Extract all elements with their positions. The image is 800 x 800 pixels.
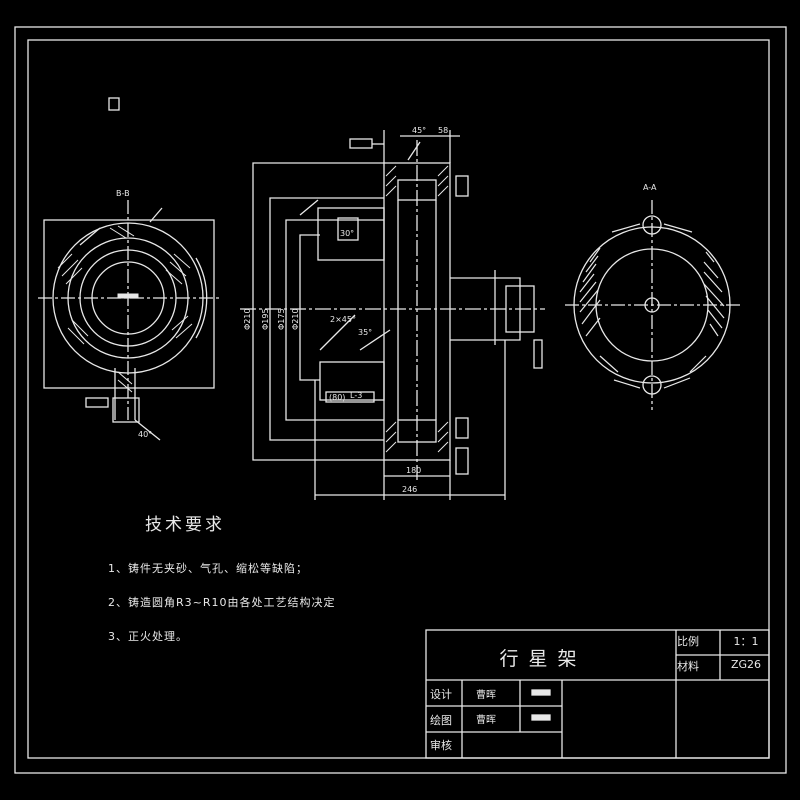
material-label: 材料 <box>677 660 699 673</box>
dim-top-angle: 45° <box>412 126 426 135</box>
corner-mark <box>108 97 120 111</box>
tech-requirement-2: 2、铸造圆角R3~R10由各处工艺结构决定 <box>108 596 336 609</box>
left-section-view <box>38 200 220 441</box>
tech-requirements-title: 技术要求 <box>145 515 225 535</box>
left-view-label: B-B <box>116 189 130 198</box>
center-section-view <box>240 130 545 500</box>
part-name: 行星架 <box>499 648 587 670</box>
material-value: ZG26 <box>730 658 762 671</box>
right-view-hatching <box>579 223 725 389</box>
tech-requirement-1: 1、铸件无夹砂、气孔、缩松等缺陷； <box>108 562 308 575</box>
center-hatching <box>385 165 449 453</box>
designer-name: 曹晖 <box>476 690 496 701</box>
dim-bottom-180: 180 <box>406 466 421 475</box>
scale-value: 1：1 <box>733 635 759 648</box>
dim-l3: L-3 <box>350 391 362 400</box>
check-label: 审核 <box>430 739 452 752</box>
left-view-hatching <box>57 225 193 393</box>
dim-dia-4: Φ210 <box>291 308 300 330</box>
tech-requirement-3: 3、正火处理。 <box>108 630 188 643</box>
dim-chamfer: 2×45° <box>330 315 356 324</box>
dim-angle-30: 30° <box>340 229 354 238</box>
title-block-grid <box>425 629 770 759</box>
dim-80: (80) <box>329 393 345 402</box>
right-view-label: A-A <box>643 183 657 192</box>
design-label: 设计 <box>430 688 452 701</box>
drafter-name: 曹晖 <box>476 715 496 726</box>
scale-label: 比例 <box>677 635 699 648</box>
dim-angle-40: 40° <box>138 430 152 439</box>
outer-frame <box>14 26 787 774</box>
dim-dia-3: Φ175 <box>277 308 286 330</box>
dim-bottom-246: 246 <box>402 485 417 494</box>
dim-angle-35: 35° <box>358 328 372 337</box>
dim-dia-1: Φ210 <box>243 308 252 330</box>
inner-frame <box>27 39 770 759</box>
dim-top-width: 58 <box>438 126 448 135</box>
dim-dia-2: Φ195 <box>261 308 270 330</box>
drawn-label: 绘图 <box>430 714 452 727</box>
